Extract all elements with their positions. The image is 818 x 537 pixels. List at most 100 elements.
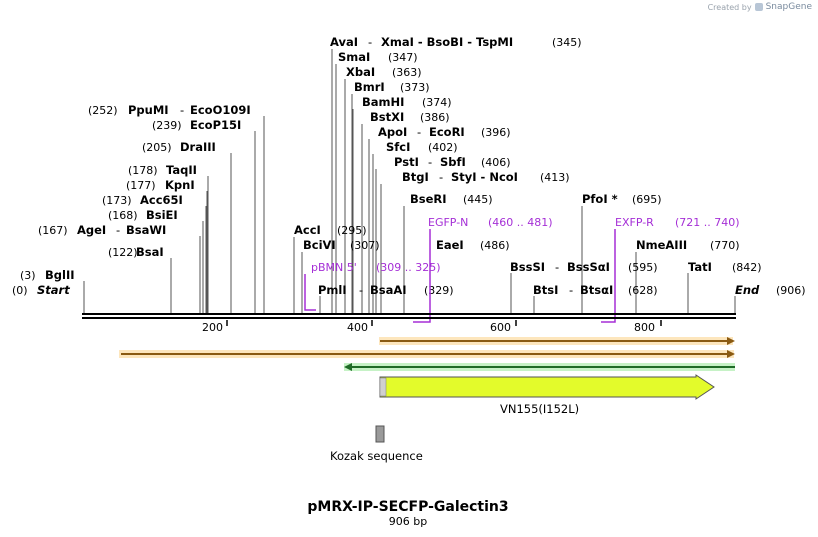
enzyme-name: BtgI xyxy=(402,170,429,184)
primer-egfp-n-name: EGFP-N xyxy=(428,216,468,229)
enzyme-name2: BssSαI xyxy=(567,260,610,274)
enzyme-separator: - xyxy=(359,283,363,297)
primer-pbmn5-range: (309 .. 325) xyxy=(376,261,441,274)
enzyme-name: BmrI xyxy=(354,80,385,94)
primer-exfp-r-range: (721 .. 740) xyxy=(675,216,740,229)
enzyme-name: PpuMI xyxy=(128,103,169,117)
enzyme-name: AvaI xyxy=(330,35,358,49)
enzyme-name: BciVI xyxy=(303,238,336,252)
scale-axis: 200 400 600 800 xyxy=(202,320,662,334)
enzyme-pos: (345) xyxy=(552,36,582,49)
primer-pbmn5-marker xyxy=(304,274,316,311)
enzyme-name: BsaI xyxy=(136,245,164,259)
enzyme-separator: - xyxy=(555,260,559,274)
enzyme-pos: (307) xyxy=(350,239,380,252)
enzyme-name: XbaI xyxy=(346,65,375,79)
enzyme-pos: (842) xyxy=(732,261,762,274)
enzyme-pos: (413) xyxy=(540,171,570,184)
snapgene-logo-icon xyxy=(754,3,763,11)
enzyme-name2: BtsαI xyxy=(580,283,613,297)
enzyme-separator: - xyxy=(417,125,421,139)
enzyme-name: AgeI xyxy=(77,223,106,237)
enzyme-pos: (122) xyxy=(108,246,138,259)
enzyme-pos: (386) xyxy=(420,111,450,124)
enzyme-pos: (295) xyxy=(337,224,367,237)
enzyme-name: TaqII xyxy=(166,163,197,177)
enzyme-pos: (347) xyxy=(388,51,418,64)
enzyme-name: Acc65I xyxy=(140,193,183,207)
enzyme-name: BamHI xyxy=(362,95,404,109)
enzyme-rest: XmaI - BsoBI - TspMI xyxy=(381,35,513,49)
enzyme-pos: (396) xyxy=(481,126,511,139)
feature-arrow-green[interactable] xyxy=(344,363,735,371)
enzyme-pos: (252) xyxy=(88,104,118,117)
enzyme-name: EcoP15I xyxy=(190,118,241,132)
enzyme-pos: (595) xyxy=(628,261,658,274)
enzyme-pos: (373) xyxy=(400,81,430,94)
mid-enzyme-labels: AccI (295) BciVI (307) BseRI (445) EaeI … xyxy=(294,192,806,297)
enzyme-name: BsiEI xyxy=(146,208,178,222)
enzyme-name: BstXI xyxy=(370,110,404,124)
left-enzyme-labels: (252) PpuMI - EcoO109I (239) EcoP15I (20… xyxy=(12,103,251,297)
tick-200: 200 xyxy=(202,321,223,334)
tick-800: 800 xyxy=(634,321,655,334)
feature-vn155[interactable]: VN155(I152L) xyxy=(379,374,715,416)
enzyme-pos: (205) xyxy=(142,141,172,154)
primer-egfp-n-marker xyxy=(413,229,431,323)
feature-vn155-label: VN155(I152L) xyxy=(500,402,579,416)
enzyme-name: SfcI xyxy=(386,140,410,154)
enzyme-rest: SbfI xyxy=(440,155,466,169)
sequence-backbone xyxy=(82,313,736,319)
enzyme-name2: BsaWI xyxy=(126,223,166,237)
enzyme-pos: (628) xyxy=(628,284,658,297)
enzyme-name: SmaI xyxy=(338,50,370,64)
enzyme-name: BtsI xyxy=(533,283,558,297)
enzyme-pos: (173) xyxy=(102,194,132,207)
enzyme-name: PfoI * xyxy=(582,192,618,206)
map-title: pMRX-IP-SECFP-Galectin3 xyxy=(307,499,508,515)
enzyme-name2: BsaAI xyxy=(370,283,407,297)
snapgene-watermark: Created by SnapGene xyxy=(708,2,812,12)
enzyme-name: BseRI xyxy=(410,192,447,206)
enzyme-pos: (770) xyxy=(710,239,740,252)
enzyme-pos: (177) xyxy=(126,179,156,192)
enzyme-pos: (695) xyxy=(632,193,662,206)
cut-site-lines xyxy=(83,49,736,313)
primer-exfp-r-marker xyxy=(601,229,616,323)
enzyme-rest: StyI - NcoI xyxy=(451,170,518,184)
enzyme-pos: (445) xyxy=(463,193,493,206)
end-label: End xyxy=(735,283,760,297)
primer-labels: EGFP-N (460 .. 481) pBMN 5' (309 .. 325)… xyxy=(304,216,740,323)
map-subtitle: 906 bp xyxy=(389,515,427,528)
enzyme-pos: (486) xyxy=(480,239,510,252)
tick-600: 600 xyxy=(490,321,511,334)
enzyme-separator: - xyxy=(439,170,443,184)
enzyme-separator: - xyxy=(180,103,184,117)
enzyme-separator: - xyxy=(428,155,432,169)
enzyme-pos: (402) xyxy=(428,141,458,154)
top-enzyme-labels: AvaI - XmaI - BsoBI - TspMI (345) SmaI (… xyxy=(330,35,582,184)
feature-arrow-orange-1[interactable] xyxy=(379,337,735,345)
enzyme-name: NmeAIII xyxy=(636,238,687,252)
enzyme-rest: EcoRI xyxy=(429,125,465,139)
feature-arrow-orange-2[interactable] xyxy=(119,350,735,358)
watermark-brand: SnapGene xyxy=(765,2,812,12)
enzyme-name: PstI xyxy=(394,155,419,169)
start-label: Start xyxy=(37,283,70,297)
start-pos: (0) xyxy=(12,284,28,297)
enzyme-name: BssSI xyxy=(510,260,545,274)
enzyme-name: AccI xyxy=(294,223,321,237)
enzyme-name: KpnI xyxy=(165,178,195,192)
primer-egfp-n-range: (460 .. 481) xyxy=(488,216,553,229)
enzyme-separator: - xyxy=(368,35,372,49)
enzyme-pos: (374) xyxy=(422,96,452,109)
feature-kozak[interactable]: Kozak sequence xyxy=(330,425,423,463)
enzyme-name: DraIII xyxy=(180,140,216,154)
enzyme-pos: (406) xyxy=(481,156,511,169)
enzyme-pos: (329) xyxy=(424,284,454,297)
enzyme-name: TatI xyxy=(688,260,712,274)
primer-exfp-r-name: EXFP-R xyxy=(615,216,654,229)
enzyme-pos: (178) xyxy=(128,164,158,177)
watermark-prefix: Created by xyxy=(707,2,752,12)
